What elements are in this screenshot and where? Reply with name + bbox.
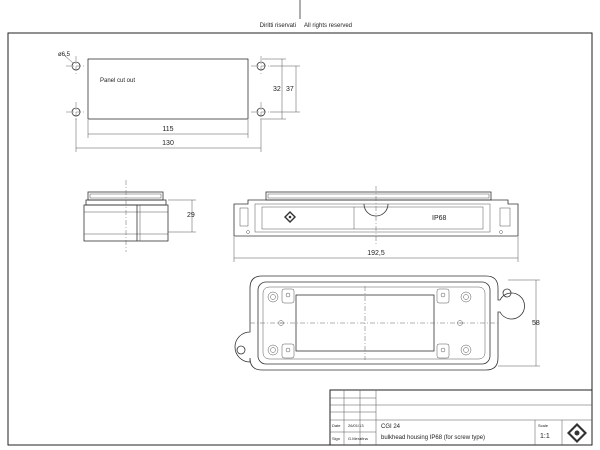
bottom-view: 58 bbox=[234, 275, 540, 371]
scale-value: 1:1 bbox=[540, 433, 550, 440]
front-length-label: 192,5 bbox=[367, 250, 385, 257]
width-inner-label: 115 bbox=[162, 126, 173, 133]
cutout-outline bbox=[87, 58, 249, 120]
hole-diameter-label: ø6,5 bbox=[58, 52, 71, 58]
front-logo-icon bbox=[284, 211, 296, 223]
product-description: bulkhead housing IP68 (for screw type) bbox=[381, 435, 485, 441]
width-outer-label: 130 bbox=[162, 140, 174, 147]
date-value: 26/01/13 bbox=[348, 423, 364, 428]
scale-label: Scale bbox=[538, 423, 549, 428]
front-view: IP68 192,5 bbox=[233, 186, 519, 262]
side-view: 29 bbox=[83, 180, 196, 252]
sheet-frame bbox=[7, 32, 593, 446]
title-block: Date 26/01/13 Sign G.Merafina CGI 24 bul… bbox=[329, 389, 593, 446]
height-outer-label: 37 bbox=[286, 86, 294, 93]
drawing-header: Diritti riservati All rights reserved bbox=[260, 0, 352, 29]
brand-logo-icon bbox=[567, 423, 587, 443]
sign-value: G.Merafina bbox=[348, 436, 369, 441]
front-ip-label: IP68 bbox=[432, 215, 447, 222]
side-height-label: 29 bbox=[187, 212, 195, 219]
panel-cutout-label: Panel cut out bbox=[100, 78, 135, 84]
panel-cutout-view: ø6,5 Panel cut out 32 37 115 130 bbox=[58, 52, 300, 152]
sign-label: Sign bbox=[332, 436, 340, 441]
rights-reserved-italian: Diritti riservati bbox=[260, 23, 296, 29]
bottom-height-label: 58 bbox=[532, 320, 540, 327]
product-code: CGI 24 bbox=[381, 424, 401, 430]
height-inner-label: 32 bbox=[273, 86, 281, 93]
rights-reserved-english: All rights reserved bbox=[304, 23, 352, 29]
date-label: Date bbox=[332, 423, 341, 428]
